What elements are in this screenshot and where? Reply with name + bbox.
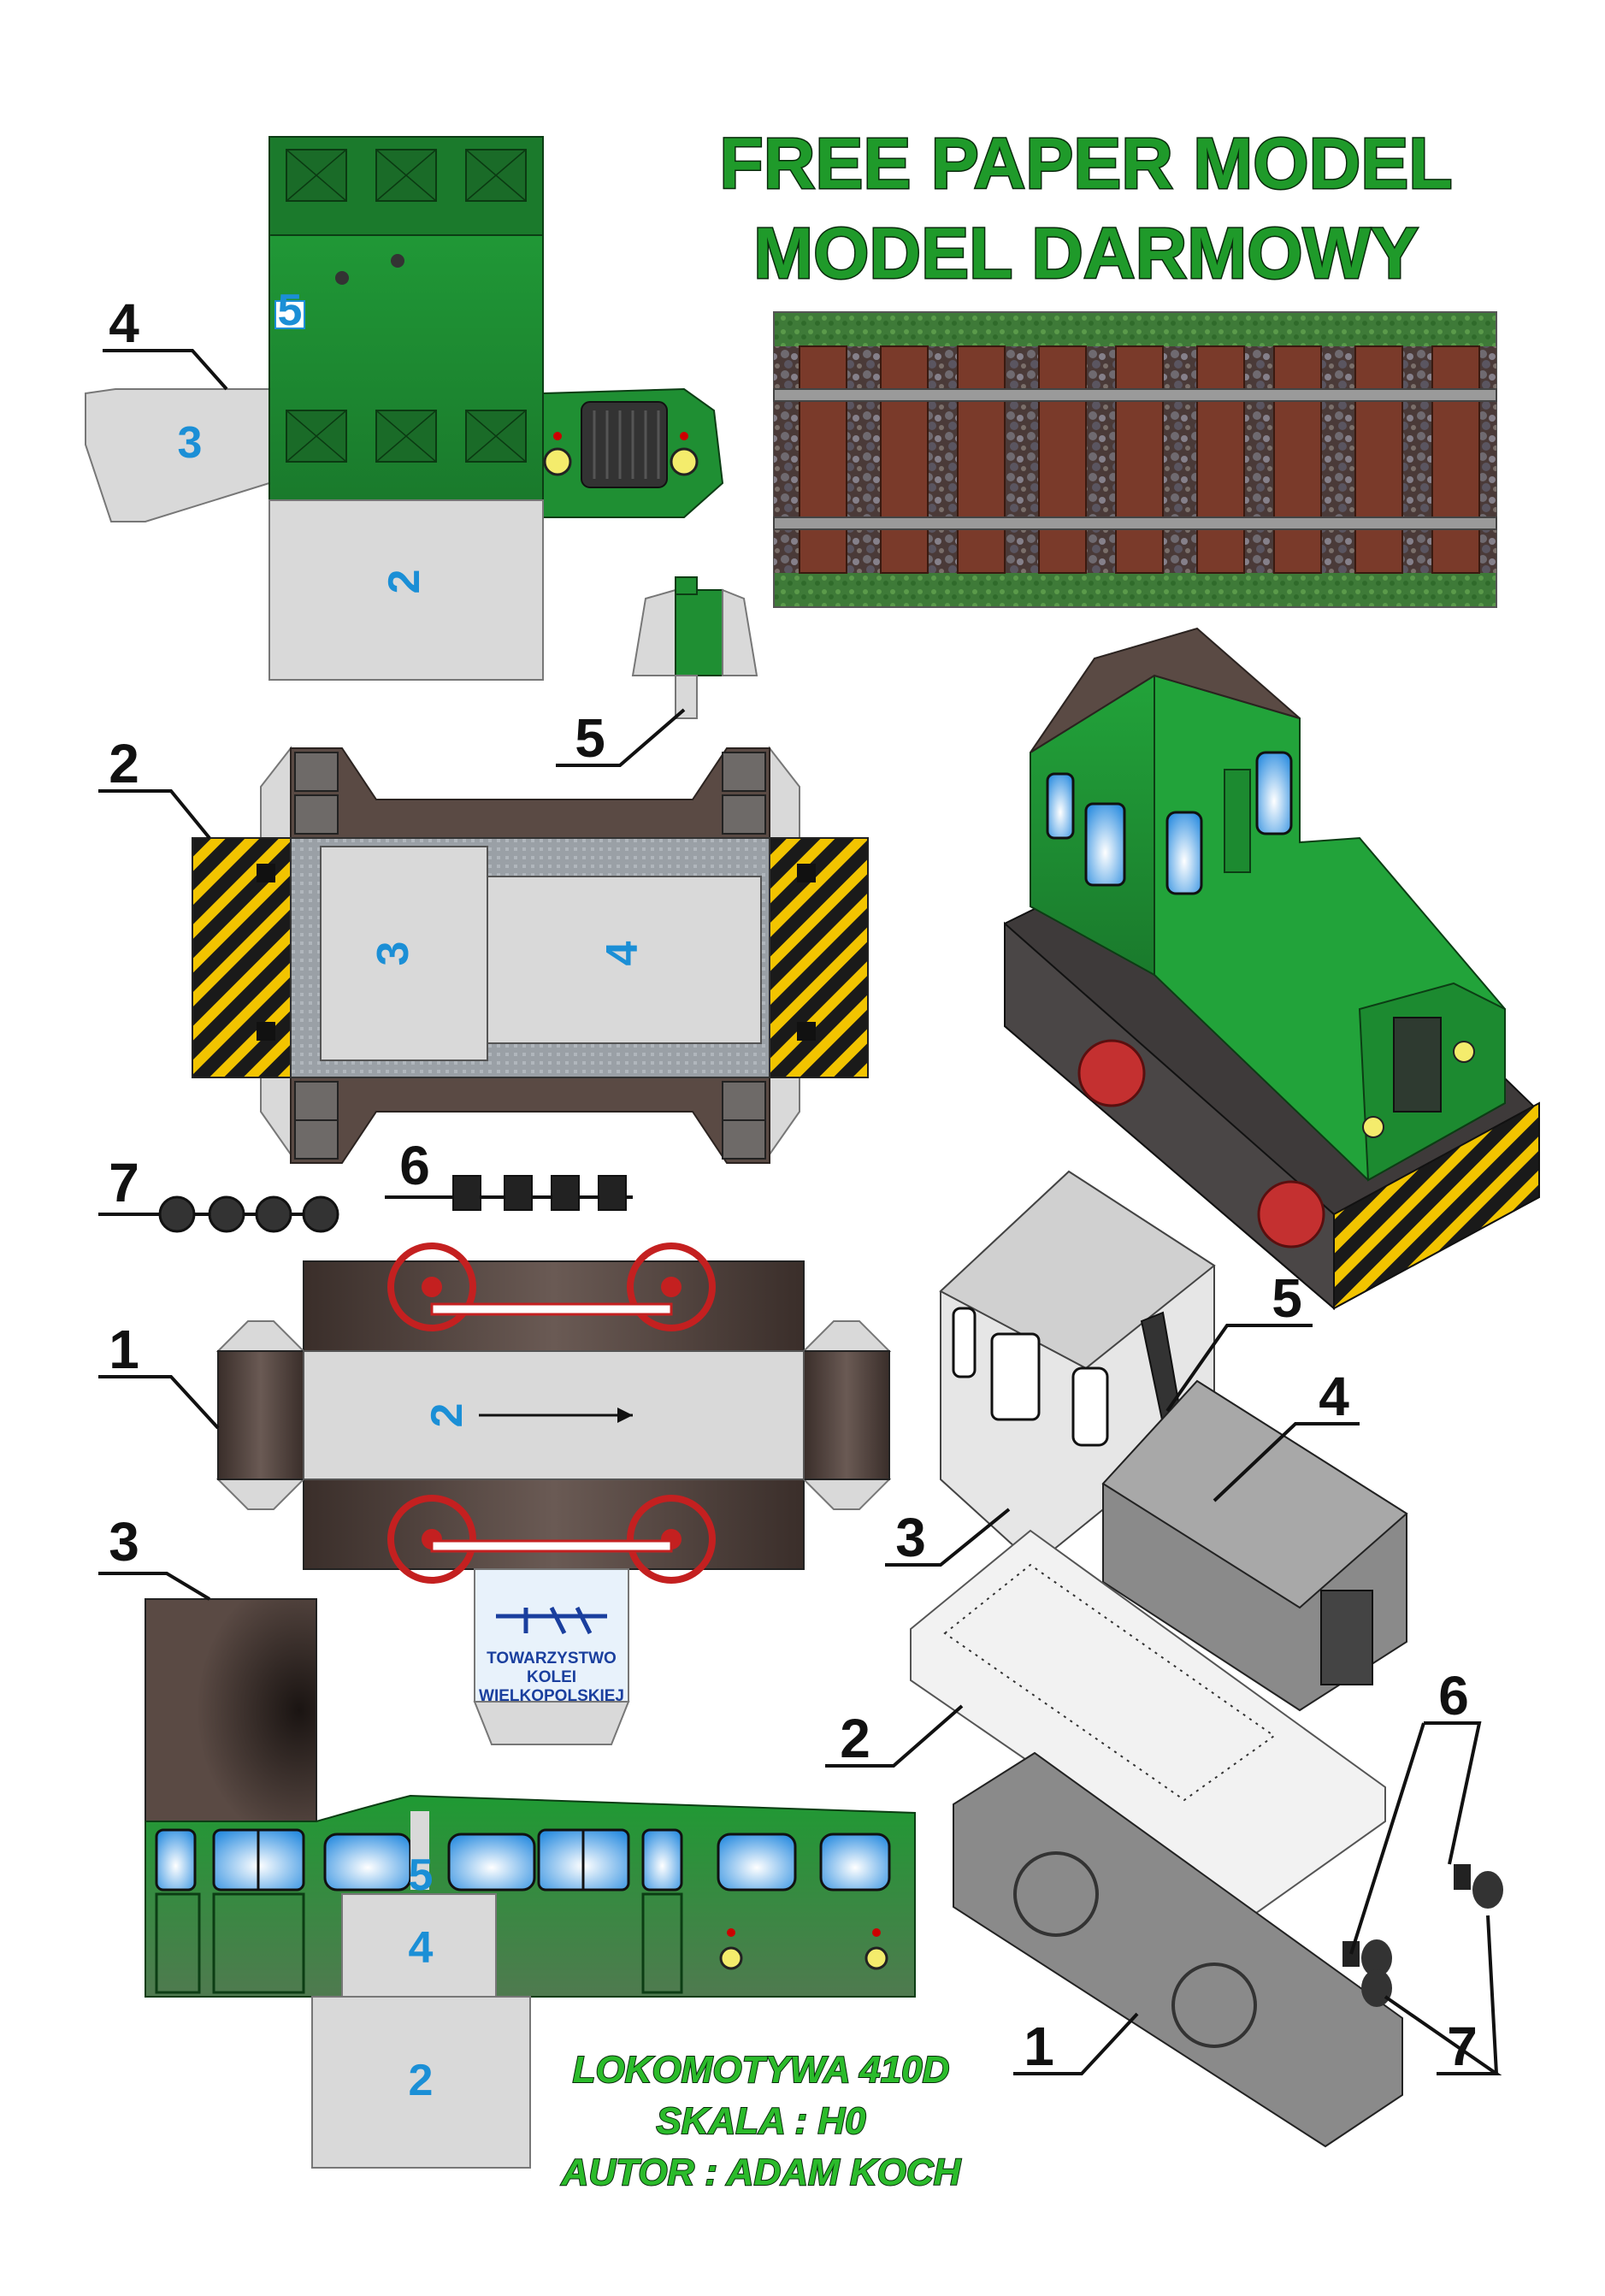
label-1-frame: 1 [109, 1319, 139, 1380]
headlight-left [543, 447, 572, 476]
label-7-exploded: 7 [1447, 2016, 1478, 2077]
buffer-parts [452, 1175, 627, 1211]
label-2-chassis: 2 [109, 733, 139, 794]
credit-line-3: AUTOR : ADAM KOCH [561, 2151, 962, 2193]
chassis-net: 3 4 [192, 746, 869, 1164]
label-2-exploded: 2 [840, 1708, 870, 1769]
label-4-exploded: 4 [1319, 1366, 1349, 1427]
frame-center-number: 2 [422, 1403, 472, 1428]
hood-side-number: 3 [178, 418, 203, 468]
label-1-exploded: 1 [1024, 2016, 1054, 2077]
exploded-view [910, 1170, 1503, 2148]
logo-line-1: TOWARZYSTWO [487, 1650, 617, 1667]
cab-tag-number: 5 [409, 1850, 434, 1900]
label-6-buffers: 6 [399, 1135, 430, 1196]
logo-line-3: WIELKOPOLSKIEJ [479, 1687, 624, 1705]
hood-net: 5 3 2 [85, 136, 724, 681]
cab-net: 5 4 2 [145, 1598, 916, 2169]
cab-roof-number: 4 [409, 1923, 434, 1973]
cab-base-number: 2 [409, 2056, 434, 2105]
label-4-top-left: 4 [109, 292, 139, 354]
hood-base-number: 2 [380, 570, 429, 594]
title-line-2: MODEL DARMOWY [753, 213, 1419, 293]
label-6-exploded: 6 [1438, 1665, 1469, 1726]
assembled-roof [1030, 627, 1301, 753]
credit-line-1: LOKOMOTYWA 410D [573, 2049, 950, 2091]
tkw-logo-panel [474, 1568, 629, 1703]
chassis-number-b: 4 [598, 941, 647, 965]
headlight-right [670, 447, 699, 476]
logo-line-2: KOLEI [527, 1668, 576, 1686]
chassis-hazard-right [769, 837, 869, 1078]
credit-line-2: SKALA : H0 [656, 2100, 866, 2142]
label-3-exploded: 3 [895, 1507, 926, 1568]
chassis-number-a: 3 [369, 941, 418, 966]
track-texture [773, 311, 1497, 608]
label-5-exhaust: 5 [575, 707, 605, 769]
assembled-locomotive [1004, 627, 1540, 1311]
frame-net: 2 TOWARZYSTWO KOLEI WIELKOPOLSKIEJ [215, 1242, 892, 1745]
hood-base-panel [268, 499, 544, 681]
label-7-wheels: 7 [109, 1152, 139, 1213]
chassis-hazard-left [192, 837, 292, 1078]
label-5-exploded: 5 [1272, 1267, 1302, 1329]
label-3-cab: 3 [109, 1511, 139, 1573]
exhaust-part [631, 576, 758, 719]
cab-roof-flap [145, 1598, 317, 1822]
wheel-discs [158, 1195, 339, 1233]
hood-tag-number: 5 [278, 286, 303, 335]
title-line-1: FREE PAPER MODEL [719, 123, 1452, 204]
